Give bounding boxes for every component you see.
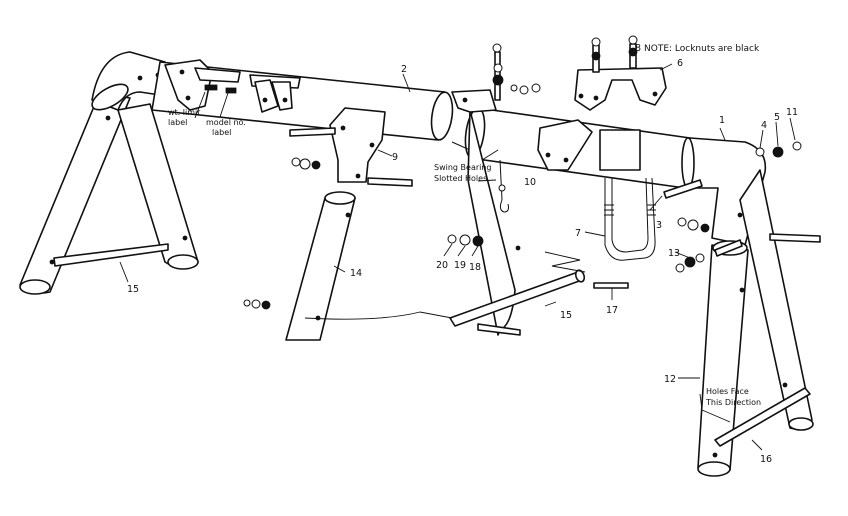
note-locknuts: NOTE: Locknuts are black <box>644 44 760 54</box>
part-number-11: 11 <box>786 107 798 118</box>
wt-limit-label-marker <box>204 84 218 91</box>
wt-limit-label-line2: label <box>168 118 187 127</box>
holes-face-label-line2: This Direction <box>705 398 761 407</box>
part-number-14: 14 <box>350 268 362 279</box>
model-no-label-line2: label <box>212 128 231 137</box>
part-number-18: 18 <box>469 262 481 273</box>
mid-beam-bracket <box>451 89 593 171</box>
part-number-8: 8 <box>635 43 641 54</box>
part-number-3: 3 <box>656 220 662 231</box>
left-crossbar <box>53 243 169 267</box>
part-number-12: 12 <box>664 374 676 385</box>
part-number-15-left: 15 <box>127 284 139 295</box>
hardware-18-20 <box>447 234 484 247</box>
part-number-16: 16 <box>760 454 772 465</box>
left-hanger-brackets <box>164 59 301 113</box>
center-bracket <box>329 107 386 183</box>
double-hanger <box>574 35 667 111</box>
u-bolt <box>599 129 656 261</box>
center-leg-top <box>324 191 356 205</box>
right-crossbar <box>714 387 811 447</box>
part-number-5: 5 <box>774 112 780 123</box>
part-number-13: 13 <box>668 248 680 259</box>
swing-hook <box>498 159 509 213</box>
part-numbers: 1 2 3 4 5 6 7 8 9 10 11 12 13 14 15 15 1… <box>127 43 798 465</box>
leader-lines <box>119 63 796 451</box>
part-number-6: 6 <box>677 58 683 69</box>
part-number-17: 17 <box>606 305 618 316</box>
right-a-frame <box>663 137 821 477</box>
text-labels: wt. limit label model no. label NOTE: Lo… <box>168 44 761 407</box>
rear-center-leg <box>304 109 629 336</box>
holes-face-label-line1: Holes Face <box>706 387 749 396</box>
part-number-4: 4 <box>761 120 767 131</box>
model-no-label-line1: model no. <box>206 118 246 127</box>
swing-bearing-label-line1: Swing Bearing <box>434 163 492 172</box>
wt-limit-label-line1: wt. limit <box>168 108 200 117</box>
part-number-20: 20 <box>436 260 448 271</box>
swing-bearing-label-line2: Slotted Holes <box>434 174 487 183</box>
left-a-frame <box>19 51 199 295</box>
part-number-7: 7 <box>575 228 581 239</box>
left-outer-leg-end <box>19 279 51 295</box>
top-hardware <box>492 43 541 101</box>
left-inner-leg-end <box>167 254 199 270</box>
part-number-1: 1 <box>719 115 725 126</box>
part-number-15-center: 15 <box>560 310 572 321</box>
model-no-label-marker <box>225 87 237 94</box>
part-number-9: 9 <box>392 152 398 163</box>
part-number-2: 2 <box>401 64 407 75</box>
top-beam-end <box>430 91 454 141</box>
left-elbow-collar <box>91 83 129 111</box>
center-bracket-assembly <box>243 107 413 341</box>
left-inner-leg <box>117 103 199 268</box>
part-number-19: 19 <box>454 260 466 271</box>
part-number-10: 10 <box>524 177 536 188</box>
